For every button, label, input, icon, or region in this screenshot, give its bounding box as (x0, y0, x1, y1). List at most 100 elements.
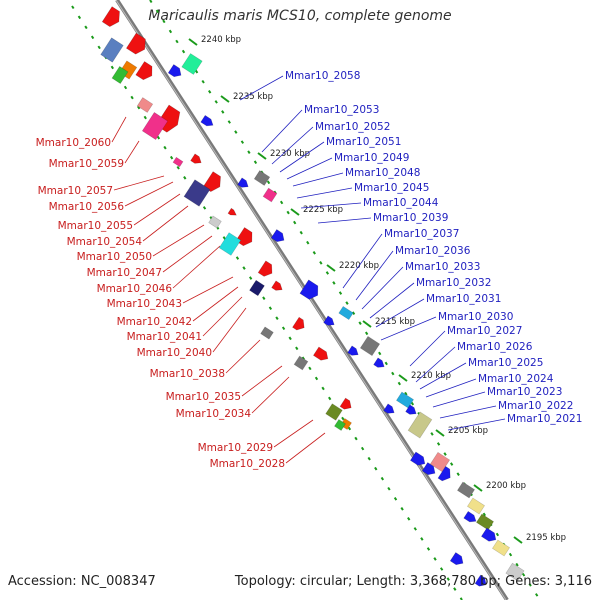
gene-label-reverse: Mmar10_2037 (384, 228, 459, 240)
scale-tick-mark (398, 374, 408, 382)
gene-features (100, 6, 525, 587)
forward-gene-feature (227, 207, 237, 216)
gene-label-reverse: Mmar10_2051 (326, 136, 401, 148)
gene-label-leader (202, 296, 243, 337)
gene-label-leader (447, 418, 506, 431)
gene-label-leader (239, 75, 284, 101)
forward-gene-feature (325, 403, 343, 421)
gene-label-forward: Mmar10_2043 (107, 298, 182, 310)
gene-label-leader (152, 224, 205, 257)
reverse-gene-feature (181, 53, 203, 75)
reverse-gene-feature (405, 404, 417, 415)
forward-gene-feature (249, 279, 265, 297)
gene-label-reverse: Mmar10_2048 (345, 167, 420, 179)
scale-tick-mark (435, 429, 445, 437)
gene-label-leader (375, 298, 425, 328)
reverse-gene-feature (338, 305, 354, 321)
gene-label-reverse: Mmar10_2031 (426, 293, 501, 305)
gene-label-leader (285, 432, 326, 464)
gene-label-leader (419, 362, 467, 390)
reverse-gene-feature (373, 357, 385, 368)
gene-label-forward: Mmar10_2028 (210, 458, 285, 470)
accession-text: Accession: NC_008347 (8, 574, 156, 589)
gene-label-leader (241, 365, 283, 397)
reverse-gene-feature (409, 451, 426, 466)
scale-tick-mark (362, 320, 372, 328)
gene-label-leader (182, 276, 234, 304)
reverse-gene-feature (383, 403, 395, 414)
gene-label-forward: Mmar10_2057 (38, 185, 113, 197)
reverse-gene-feature (421, 462, 436, 476)
forward-gene-feature (334, 419, 346, 431)
gene-label-reverse: Mmar10_2044 (363, 197, 439, 209)
gene-label-leader (286, 157, 333, 180)
gene-label-reverse: Mmar10_2022 (498, 400, 573, 412)
gene-label-leader (342, 233, 383, 289)
gene-label-reverse: Mmar10_2030 (438, 311, 513, 323)
gene-label-reverse: Mmar10_2021 (507, 413, 582, 425)
reverse-gene-feature (270, 229, 285, 243)
scale-tick-label: 2240 kbp (201, 35, 241, 45)
forward-gene-feature (136, 97, 154, 113)
forward-gene-feature (293, 355, 309, 371)
scale-tick-label: 2195 kbp (526, 533, 566, 543)
gene-label-leader (296, 187, 353, 199)
reverse-gene-feature (449, 552, 464, 566)
gene-label-leader (361, 266, 404, 310)
reverse-gene-feature (299, 279, 319, 300)
forward-gene-feature (190, 153, 202, 164)
gene-label-leader (172, 245, 221, 289)
gene-label-leader (317, 217, 372, 224)
scale-tick-mark (220, 95, 230, 103)
gene-label-leader (432, 391, 486, 408)
forward-gene-feature (172, 156, 184, 168)
scale-tick-label: 2230 kbp (270, 149, 310, 159)
gene-label-reverse: Mmar10_2045 (354, 182, 429, 194)
forward-gene-feature (202, 171, 221, 192)
scale-tick-label: 2235 kbp (233, 92, 273, 102)
reverse-gene-feature (456, 481, 476, 499)
gene-label-leader (124, 181, 174, 207)
reverse-gene-feature (463, 510, 477, 523)
gene-label-leader (142, 205, 189, 242)
gene-label-leader (355, 250, 394, 301)
forward-gene-feature (208, 215, 222, 229)
gene-label-forward: Mmar10_2046 (97, 283, 173, 295)
gene-label-forward: Mmar10_2035 (166, 391, 241, 403)
scale-tick-mark (188, 38, 198, 46)
gene-label-leader (133, 193, 181, 226)
gene-label-leader (415, 346, 456, 383)
forward-gene-feature (141, 112, 169, 140)
gene-label-reverse: Mmar10_2049 (334, 152, 409, 164)
gene-label-leader (425, 378, 477, 398)
reverse-gene-feature (437, 465, 451, 482)
forward-gene-feature (271, 280, 283, 291)
reverse-gene-feature (474, 574, 487, 587)
forward-gene-feature (312, 346, 329, 361)
scale-tick-mark (513, 536, 523, 544)
gene-label-forward: Mmar10_2041 (127, 331, 202, 343)
gene-label-forward: Mmar10_2042 (117, 316, 192, 328)
reverse-gene-feature (167, 64, 182, 78)
gene-label-leader (279, 141, 325, 173)
scale-tick-label: 2210 kbp (411, 371, 451, 381)
gene-label-leader (292, 172, 344, 187)
scale-tick-mark (473, 484, 483, 492)
gene-label-forward: Mmar10_2047 (87, 267, 162, 279)
reverse-gene-feature (491, 539, 511, 557)
gene-label-reverse: Mmar10_2025 (468, 357, 543, 369)
gene-label-leader (380, 316, 437, 341)
gene-label-reverse: Mmar10_2027 (447, 325, 522, 337)
reverse-gene-feature (359, 335, 381, 357)
forward-gene-feature (339, 397, 352, 410)
reverse-gene-feature (200, 114, 214, 127)
reverse-gene-feature (323, 315, 335, 326)
genome-backbone-highlight (115, 0, 507, 600)
gene-label-leader (300, 202, 362, 209)
reverse-gene-feature (237, 177, 249, 188)
reverse-gene-feature (407, 411, 433, 439)
forward-gene-feature (125, 32, 146, 55)
gene-label-leader (261, 109, 303, 153)
gene-label-leader (162, 235, 213, 273)
